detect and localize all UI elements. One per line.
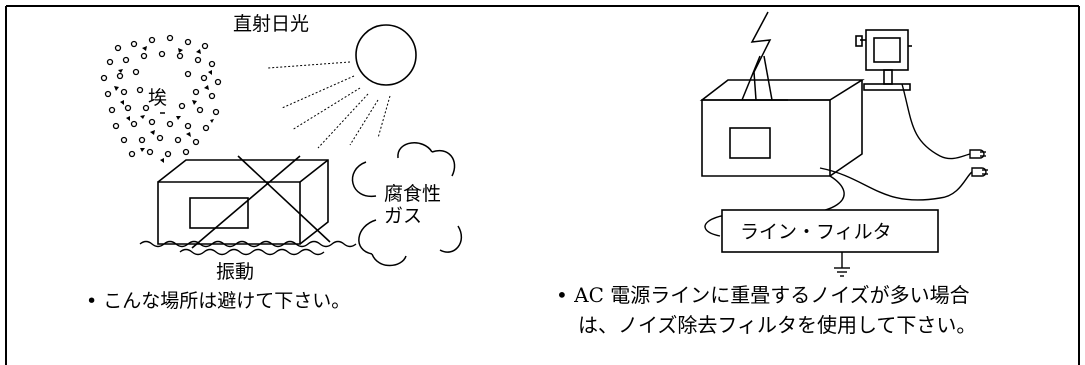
right-panel: ライン・フィルタ • AC 電源ラインに重畳するノイズが多い場合 は、ノイズ除去… [556, 11, 988, 337]
dust-particles [114, 46, 214, 163]
monitor-device-icon [855, 29, 912, 91]
dust-cloud [100, 34, 222, 158]
corrosive-gas-label-line2: ガス [384, 205, 422, 227]
prohibition-cross-icon [191, 155, 331, 249]
main-device [699, 79, 865, 177]
vibration-wave-icon [139, 240, 357, 248]
device-box [157, 159, 329, 245]
line-filter-label: ライン・フィルタ [740, 221, 892, 243]
line-filter-box [721, 209, 939, 253]
vibration-label: 振動 [216, 261, 254, 283]
dust-label: 埃 [148, 87, 167, 109]
left-caption: • こんな場所は避けて下さい。 [86, 290, 350, 312]
right-caption-line2: は、ノイズ除去フィルタを使用して下さい。 [578, 313, 976, 337]
sun-rays-icon [267, 61, 391, 149]
ground-icon [834, 252, 850, 277]
sunlight-label: 直射日光 [233, 13, 309, 35]
antenna-lightning-icon [730, 11, 788, 101]
left-panel: 埃 直射日光 [86, 13, 463, 312]
plug-icon [969, 149, 988, 177]
corrosive-gas-label-line1: 腐食性 [384, 183, 441, 205]
vibration-wave-icon [179, 248, 325, 256]
corrosive-gas-cloud-icon [351, 142, 463, 267]
right-caption-line1: • AC 電源ラインに重畳するノイズが多い場合 [556, 283, 970, 307]
sun-icon [355, 24, 417, 86]
outer-frame [5, 5, 1080, 365]
